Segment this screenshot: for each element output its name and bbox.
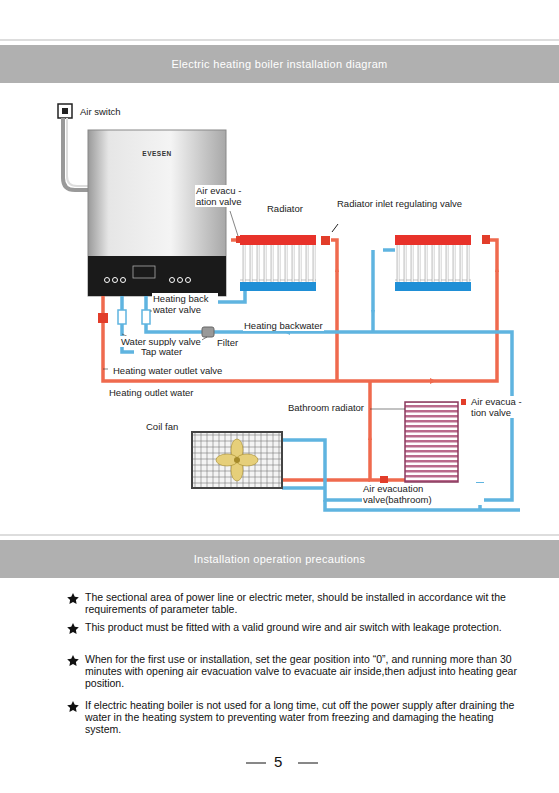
- part-label: Coil fan: [145, 421, 179, 432]
- part-label: Air switch: [80, 106, 121, 117]
- precaution-note: When for the first use or installation, …: [85, 653, 520, 689]
- precaution-note: The sectional area of power line or elec…: [85, 591, 520, 615]
- part-label: Radiator inlet regulating valve: [336, 198, 463, 209]
- part-label: Bathroom radiator: [287, 402, 365, 413]
- part-label: Heating water outlet valve: [112, 365, 223, 376]
- page-number: 5: [274, 753, 282, 770]
- part-label: Filter: [216, 337, 239, 348]
- precaution-note: If electric heating boiler is not used f…: [85, 699, 520, 735]
- part-label: Heating back water valve: [152, 293, 218, 315]
- pipe-label: Heating outlet water: [108, 387, 195, 398]
- part-label: Air evacua -tion valve: [470, 396, 530, 418]
- pipe-label: Tap water: [140, 346, 183, 357]
- section-band: Electric heating boiler installation dia…: [0, 45, 559, 83]
- band-title: Installation operation precautions: [194, 553, 366, 565]
- brand-logo: EVESEN: [88, 150, 226, 157]
- part-label: Radiator: [266, 203, 304, 214]
- part-label: Air evacu -ation valve: [195, 185, 259, 207]
- band-title: Electric heating boiler installation dia…: [171, 58, 387, 70]
- part-label: Air evacuation valve(bathroom): [362, 483, 484, 505]
- boiler-unit: EVESEN: [88, 130, 226, 296]
- pipe-label: Heating backwater: [243, 320, 324, 331]
- section-band: Installation operation precautions: [0, 540, 559, 578]
- precaution-note: This product must be fitted with a valid…: [85, 621, 520, 633]
